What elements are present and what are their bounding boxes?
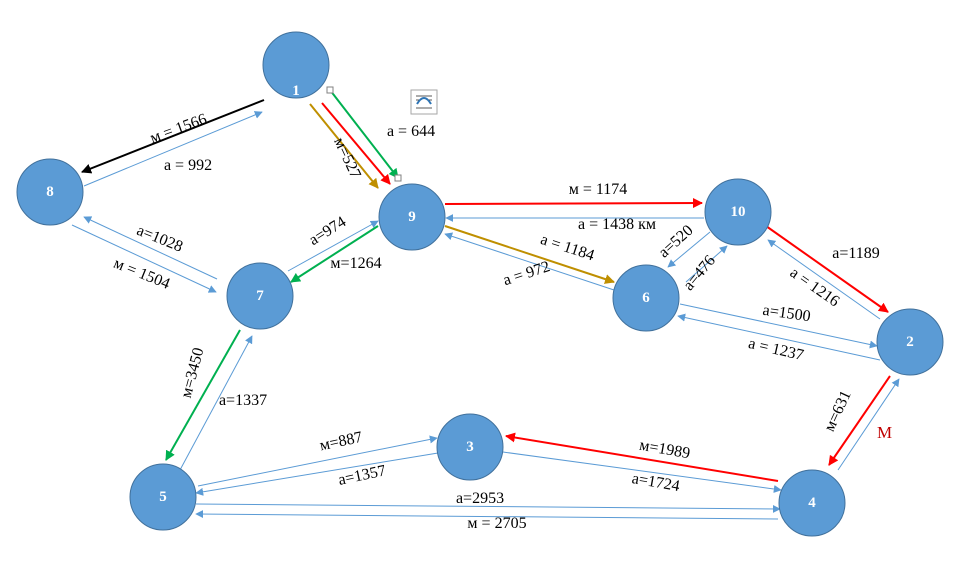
node-label-8: 8 — [46, 184, 54, 200]
node-circle-5 — [129, 463, 197, 531]
edge-label-5-to-3: м=887 — [318, 429, 364, 455]
node-8: 8 — [16, 158, 84, 226]
edge-5-to-3-blue — [197, 435, 438, 487]
edge-label-6-to-9: а = 972 — [501, 258, 552, 289]
edge-1-to-8-black — [81, 99, 265, 174]
edge-7-to-5-green — [165, 329, 241, 461]
node-label-4: 4 — [808, 495, 816, 511]
node-label-2: 2 — [906, 334, 914, 350]
node-label-1: 1 — [292, 83, 300, 99]
edge-label-10-to-2: а=1189 — [832, 245, 880, 262]
edge-label-5-to-7: а=1337 — [219, 392, 267, 409]
nodes-layer: 1 2 3 4 5 6 7 8 9 10 — [16, 31, 944, 537]
edge-label-5-to-4: а=2953 — [456, 490, 504, 507]
edge-5-to-7-blue — [179, 335, 253, 471]
node-label-9: 9 — [408, 209, 416, 225]
extras-layer: М — [326, 86, 892, 442]
selection-handle-1[interactable] — [326, 86, 334, 94]
edge-label-6-to-2: а=1500 — [762, 302, 812, 326]
edge-3-to-4-blue — [502, 451, 782, 493]
edge-label-10-to-6: а=520 — [655, 222, 696, 261]
node-circle-9 — [378, 183, 446, 251]
node-7: 7 — [226, 262, 294, 330]
edge-1-to-9-green — [329, 89, 399, 179]
edge-label-7-to-8: а=1028 — [134, 222, 185, 256]
edge-4-to-5-blue — [195, 510, 779, 520]
node-circle-10 — [704, 178, 772, 246]
edge-6-to-10-blue — [685, 245, 728, 283]
node-1: 1 — [262, 31, 330, 99]
edge-2-to-6-blue — [677, 313, 881, 361]
node-circle-1 — [262, 31, 330, 99]
node-circle-7 — [226, 262, 294, 330]
edge-label-2-to-6: а = 1237 — [747, 335, 806, 364]
edge-3-to-5-blue — [195, 452, 439, 496]
edge-label-4-to-5: м = 2705 — [467, 515, 526, 532]
edge-10-to-6-blue — [667, 231, 711, 268]
node-5: 5 — [129, 463, 197, 531]
edge-label-8-to-1: а = 992 — [164, 157, 212, 174]
edge-label-3-to-5: а=1357 — [337, 462, 388, 489]
node-label-7: 7 — [256, 288, 264, 304]
edge-7-to-9-blue — [287, 220, 379, 272]
edges-layer — [71, 89, 900, 520]
edge-label-1-to-9: а = 644 — [387, 123, 435, 140]
node-circle-4 — [778, 469, 846, 537]
node-4: 4 — [778, 469, 846, 537]
node-3: 3 — [436, 413, 504, 481]
edge-10-to-2-red — [765, 225, 889, 313]
node-circle-3 — [436, 413, 504, 481]
node-label-6: 6 — [642, 290, 650, 306]
edge-8-to-7-blue — [71, 224, 217, 293]
edge-label-2-to-4: м=631 — [821, 388, 855, 434]
node-9: 9 — [378, 183, 446, 251]
node-label-3: 3 — [466, 439, 474, 455]
edge-1-to-9-gold — [309, 103, 379, 189]
edge-9-to-6-gold — [444, 225, 615, 284]
edge-4-to-2-blue — [837, 378, 900, 471]
edge-6-to-2-blue — [679, 303, 878, 349]
node-10: 10 — [704, 178, 772, 246]
edge-label-10-to-9: а = 1438 км — [578, 216, 656, 233]
node-2: 2 — [876, 308, 944, 376]
edge-label-7-to-5: м=3450 — [178, 346, 208, 400]
node-label-5: 5 — [159, 489, 167, 505]
edge-7-to-8-blue — [83, 216, 218, 280]
edge-label-2-to-10: а = 1216 — [787, 264, 843, 310]
edge-4-to-3-red — [505, 432, 779, 482]
m-near-2: М — [877, 423, 892, 442]
edge-label-3-to-4: а=1724 — [631, 470, 681, 495]
node-circle-8 — [16, 158, 84, 226]
edge-label-7-to-9: а=974 — [306, 213, 349, 249]
node-circle-2 — [876, 308, 944, 376]
edge-2-to-4-red — [828, 375, 891, 466]
edge-label-1-to-9: м=527 — [330, 135, 364, 181]
edge-1-to-9-red — [321, 102, 391, 185]
edge-label-6-to-10: а=476 — [680, 252, 719, 294]
edge-label-9-to-7: м=1264 — [330, 255, 381, 272]
text-wrap-icon[interactable] — [410, 89, 438, 115]
edge-label-1-to-8: м = 1566 — [148, 111, 209, 147]
edge-8-to-1-blue — [83, 111, 263, 187]
node-circle-6 — [612, 264, 680, 332]
edge-9-to-10-red — [444, 198, 703, 209]
edge-label-8-to-7: м = 1504 — [111, 255, 172, 293]
node-6: 6 — [612, 264, 680, 332]
selection-handle-2[interactable] — [394, 174, 402, 182]
edge-9-to-7-green — [290, 225, 379, 283]
edge-2-to-10-blue — [767, 239, 881, 320]
edge-label-9-to-10: м = 1174 — [569, 181, 628, 198]
edge-5-to-4-blue — [195, 503, 781, 513]
edge-6-to-9-blue — [444, 232, 615, 291]
node-label-10: 10 — [731, 204, 746, 220]
